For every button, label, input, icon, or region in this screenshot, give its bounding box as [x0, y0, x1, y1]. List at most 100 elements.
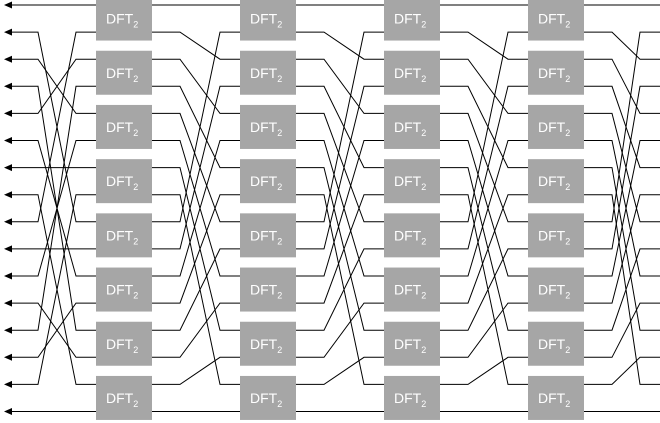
dft-block-s3-b8: DFT2	[384, 375, 440, 420]
dft-block-rect	[240, 159, 296, 204]
dft-block-s1-b8: DFT2	[96, 375, 152, 420]
dft-block-s3-b4: DFT2	[384, 159, 440, 204]
dft-block-label: DFT2	[250, 119, 282, 138]
wire-r0-4	[10, 58, 96, 114]
dft-label-text: DFT	[538, 282, 566, 298]
dft-label-subscript: 2	[277, 74, 282, 84]
dft-block-s3-b7: DFT2	[384, 321, 440, 366]
dft-label-text: DFT	[394, 173, 422, 189]
wire-r0-10	[10, 140, 96, 277]
dft-block-s4-b8: DFT2	[528, 375, 584, 420]
dft-block-s2-b1: DFT2	[240, 0, 296, 41]
wire-r1-13	[152, 302, 240, 358]
dft-block-s3-b5: DFT2	[384, 213, 440, 258]
dft-block-rect	[96, 104, 152, 149]
wire-r4-13	[584, 302, 660, 358]
dft-label-text: DFT	[106, 65, 134, 81]
arrowhead-4	[4, 109, 12, 117]
dft-label-text: DFT	[250, 11, 278, 27]
wire-r3-2	[440, 58, 528, 114]
arrowhead-6	[4, 164, 12, 172]
dft-label-subscript: 2	[133, 236, 138, 246]
wire-r4-10	[584, 140, 660, 277]
dft-block-rect	[384, 50, 440, 95]
dft-label-subscript: 2	[421, 236, 426, 246]
wire-r2-14	[296, 356, 384, 385]
arrowhead-14	[4, 380, 12, 388]
wire-r3-5	[440, 140, 528, 277]
dft-label-text: DFT	[394, 11, 422, 27]
dft-block-label: DFT2	[106, 11, 138, 30]
dft-label-text: DFT	[250, 119, 278, 135]
dft-label-text: DFT	[106, 390, 134, 406]
dft-block-rect	[384, 159, 440, 204]
dft-block-s1-b5: DFT2	[96, 213, 152, 258]
dft-block-rect	[384, 321, 440, 366]
dft-block-s4-b5: DFT2	[528, 213, 584, 258]
wire-r4-14	[584, 356, 660, 385]
wire-r3-13	[440, 302, 528, 358]
dft-block-rect	[384, 0, 440, 41]
dft-block-label: DFT2	[538, 390, 570, 409]
wire-r3-11	[440, 194, 528, 304]
dft-block-s1-b6: DFT2	[96, 267, 152, 312]
dft-label-subscript: 2	[133, 399, 138, 409]
wire-r0-14	[10, 194, 96, 385]
arrowhead-15	[4, 408, 12, 415]
wire-r0-5	[10, 140, 96, 277]
dft-label-subscript: 2	[277, 236, 282, 246]
wire-r1-11	[152, 194, 240, 304]
wire-r2-1	[296, 31, 384, 60]
dft-block-rect	[96, 50, 152, 95]
arrowhead-1	[4, 28, 12, 36]
dft-block-s3-b2: DFT2	[384, 50, 440, 95]
dft-block-s1-b7: DFT2	[96, 321, 152, 366]
dft-label-text: DFT	[394, 282, 422, 298]
wire-r1-10	[152, 140, 240, 277]
dft-label-text: DFT	[538, 227, 566, 243]
dft-label-subscript: 2	[133, 128, 138, 138]
dft-block-label: DFT2	[394, 173, 426, 192]
dft-block-label: DFT2	[538, 11, 570, 30]
wire-r2-11	[296, 194, 384, 304]
dft-block-label: DFT2	[394, 336, 426, 355]
dft-label-subscript: 2	[565, 20, 570, 30]
dft-label-subscript: 2	[565, 128, 570, 138]
wire-r4-5	[584, 140, 660, 277]
arrowhead-13	[4, 353, 12, 361]
dft-block-label: DFT2	[106, 119, 138, 138]
dft-block-label: DFT2	[106, 65, 138, 84]
wire-r2-12	[296, 248, 384, 331]
dft-block-rect	[384, 375, 440, 420]
dft-block-label: DFT2	[250, 227, 282, 246]
dft-label-text: DFT	[394, 390, 422, 406]
dft-block-label: DFT2	[250, 336, 282, 355]
dft-block-label: DFT2	[250, 11, 282, 30]
dft-block-s3-b1: DFT2	[384, 0, 440, 41]
dft-block-s4-b1: DFT2	[528, 0, 584, 41]
dft-label-text: DFT	[538, 173, 566, 189]
dft-block-s4-b3: DFT2	[528, 104, 584, 149]
dft-label-text: DFT	[394, 65, 422, 81]
dft-label-text: DFT	[250, 282, 278, 298]
wire-r1-5	[152, 140, 240, 277]
dft-block-s3-b3: DFT2	[384, 104, 440, 149]
dft-block-label: DFT2	[394, 227, 426, 246]
arrowhead-2	[4, 55, 12, 63]
dft-block-label: DFT2	[394, 65, 426, 84]
dft-block-label: DFT2	[394, 11, 426, 30]
dft-block-rect	[384, 213, 440, 258]
wire-r1-2	[152, 58, 240, 114]
dft-block-label: DFT2	[538, 227, 570, 246]
wire-r3-12	[440, 248, 528, 331]
dft-block-label: DFT2	[250, 65, 282, 84]
dft-label-subscript: 2	[277, 399, 282, 409]
dft-block-label: DFT2	[250, 390, 282, 409]
wire-r2-2	[296, 58, 384, 114]
dft-block-rect	[528, 159, 584, 204]
dft-block-rect	[384, 104, 440, 149]
dft-block-rect	[240, 375, 296, 420]
wire-r4-1	[584, 31, 660, 60]
arrowhead-9	[4, 245, 12, 253]
dft-label-subscript: 2	[565, 236, 570, 246]
